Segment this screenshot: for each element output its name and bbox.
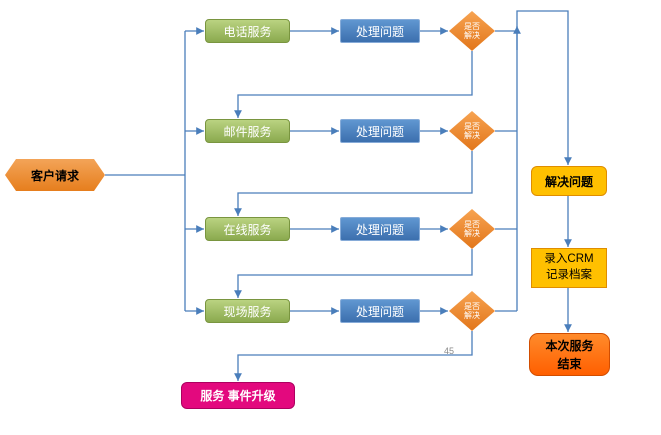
onsite-service-box: 现场服务 bbox=[205, 299, 290, 323]
end-line-2: 结束 bbox=[557, 356, 582, 371]
phone-handle-issue-box: 处理问题 bbox=[340, 19, 420, 43]
decision-line-2: 解决 bbox=[464, 31, 480, 40]
service-escalation-box: 服务 事件升级 bbox=[181, 382, 295, 409]
decision-line-1: 是否 bbox=[464, 21, 480, 31]
end-line-1: 本次服务 bbox=[545, 338, 594, 353]
crm-record-box: 录入CRM 记录档案 bbox=[531, 248, 607, 288]
onsite-handle-issue-box: 处理问题 bbox=[340, 299, 420, 323]
stray-text: 45 bbox=[444, 346, 455, 356]
decision-line-1: 是否 bbox=[464, 301, 480, 311]
decision-line-1: 是否 bbox=[464, 219, 480, 229]
customer-request-start: 客户请求 bbox=[5, 159, 105, 191]
decision-line-2: 解决 bbox=[464, 229, 480, 238]
email-handle-issue-box: 处理问题 bbox=[340, 119, 420, 143]
crm-line-1: 录入CRM bbox=[544, 253, 594, 266]
decision-line-2: 解决 bbox=[464, 311, 480, 320]
solve-problem-box: 解决问题 bbox=[531, 166, 607, 196]
service-end-box: 本次服务 结束 bbox=[529, 333, 610, 376]
online-handle-issue-box: 处理问题 bbox=[340, 217, 420, 241]
online-service-box: 在线服务 bbox=[205, 217, 290, 241]
decision-line-1: 是否 bbox=[464, 121, 480, 131]
decision-line-2: 解决 bbox=[464, 131, 480, 140]
email-service-box: 邮件服务 bbox=[205, 119, 290, 143]
phone-service-box: 电话服务 bbox=[205, 19, 290, 43]
crm-line-2: 记录档案 bbox=[546, 269, 592, 281]
